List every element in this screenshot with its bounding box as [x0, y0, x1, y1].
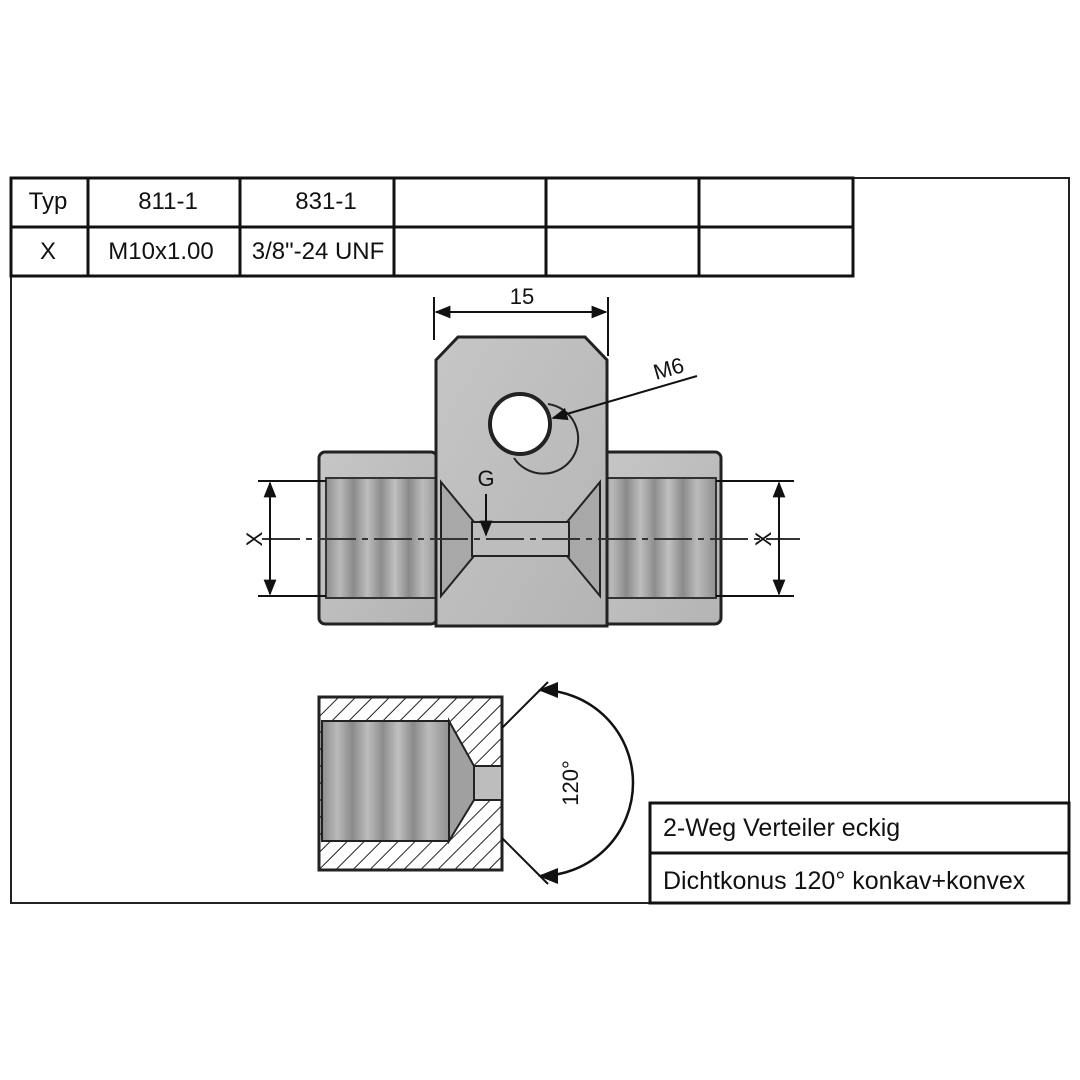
center-block [434, 335, 609, 628]
label-g: G [477, 466, 494, 491]
title-line-1: 2-Weg Verteiler eckig [663, 814, 900, 842]
label-width: 15 [510, 284, 534, 309]
title-block: 2-Weg Verteiler eckig Dichtkonus 120° ko… [648, 801, 1071, 905]
table-row-label: X [40, 238, 56, 265]
dimension-cone-angle [538, 682, 635, 884]
table-header-831: 831-1 [295, 188, 356, 215]
table-header-label: Typ [29, 188, 68, 215]
title-line-2: Dichtkonus 120° konkav+konvex [663, 867, 1026, 895]
table-value-831: 3/8"-24 UNF [252, 238, 385, 265]
mounting-hole [488, 392, 552, 456]
table-value-811: M10x1.00 [108, 238, 213, 265]
label-port-left: X [242, 531, 267, 546]
leader-m6 [551, 375, 698, 421]
front-view: M6 G 15 X X [242, 284, 800, 628]
label-port-right: X [751, 531, 776, 546]
section-view: 120° [317, 681, 635, 885]
section-bore [473, 765, 503, 801]
table-header-811: 811-1 [138, 188, 198, 215]
label-cone-angle: 120° [558, 760, 583, 806]
spec-table: Typ 811-1 831-1 X M10x1.00 3/8"-24 UNF [9, 176, 855, 278]
section-thread [321, 720, 450, 842]
